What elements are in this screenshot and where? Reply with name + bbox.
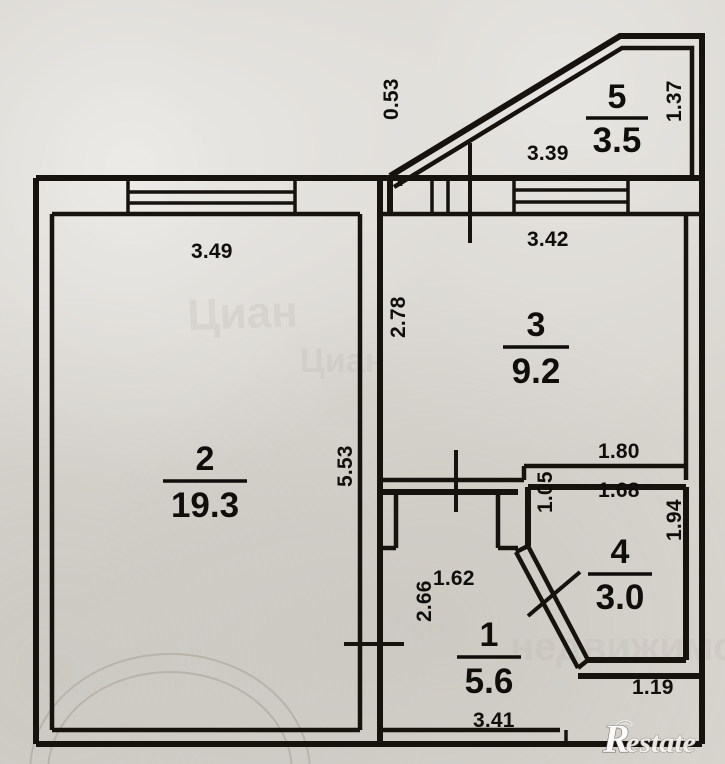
room-5-label: 5 3.5 [586, 78, 648, 160]
room-3-area: 9.2 [512, 352, 561, 391]
faint-watermark-line1: Циан [187, 287, 299, 340]
dim-room3-bottom-right: 1.80 [598, 440, 640, 463]
dim-room1-left: 2.66 [413, 580, 436, 622]
room-2-number: 2 [196, 440, 215, 478]
room-4-label: 4 3.0 [588, 533, 652, 617]
dim-room3-top: 3.42 [527, 228, 569, 251]
dim-balcony-top: 3.39 [527, 142, 569, 165]
room-4-walls [514, 484, 702, 679]
room-5-number: 5 [608, 78, 627, 116]
room-1-label: 1 5.6 [457, 616, 521, 701]
dim-room1-bottom: 3.41 [473, 709, 515, 732]
faint-watermark-line2: Циан [300, 342, 385, 380]
dim-room4-bottom: 1.19 [632, 676, 674, 699]
room-3-number: 3 [527, 306, 546, 344]
room-1-area: 5.6 [465, 662, 514, 701]
room-5-area: 3.5 [593, 121, 642, 160]
room-2-area: 19.3 [171, 486, 239, 525]
room-2-label: 2 19.3 [163, 440, 247, 525]
dim-room4-right: 1.94 [663, 499, 686, 541]
dim-room1-top: 1.62 [433, 567, 475, 590]
room-1-number: 1 [480, 616, 499, 654]
room-4-door-swing [526, 570, 582, 618]
dim-room3-left: 2.78 [387, 296, 410, 338]
dim-room4-left: 1.05 [534, 471, 557, 513]
room-4-number: 4 [611, 533, 630, 571]
room-3-label: 3 9.2 [503, 306, 569, 391]
room-4-area: 3.0 [596, 578, 645, 617]
room-1-entry-marks [344, 642, 404, 646]
dim-balcony-left-short: 0.53 [380, 78, 403, 120]
dim-balcony-right: 1.37 [663, 80, 686, 122]
balcony-window [512, 178, 630, 214]
faint-watermark-group: Циан Циан недвижимость [187, 287, 725, 669]
room-5-balcony-walls [380, 33, 705, 217]
room-1-walls [380, 489, 702, 747]
dim-room2-top: 3.49 [191, 240, 233, 263]
stamp-watermark [29, 653, 311, 764]
room-2-window [126, 180, 297, 212]
balcony-door-jamb [430, 178, 450, 214]
dim-room2-left-height: 5.53 [334, 445, 357, 487]
dim-room4-top: 1.68 [598, 479, 640, 502]
room-2-walls [33, 175, 383, 747]
